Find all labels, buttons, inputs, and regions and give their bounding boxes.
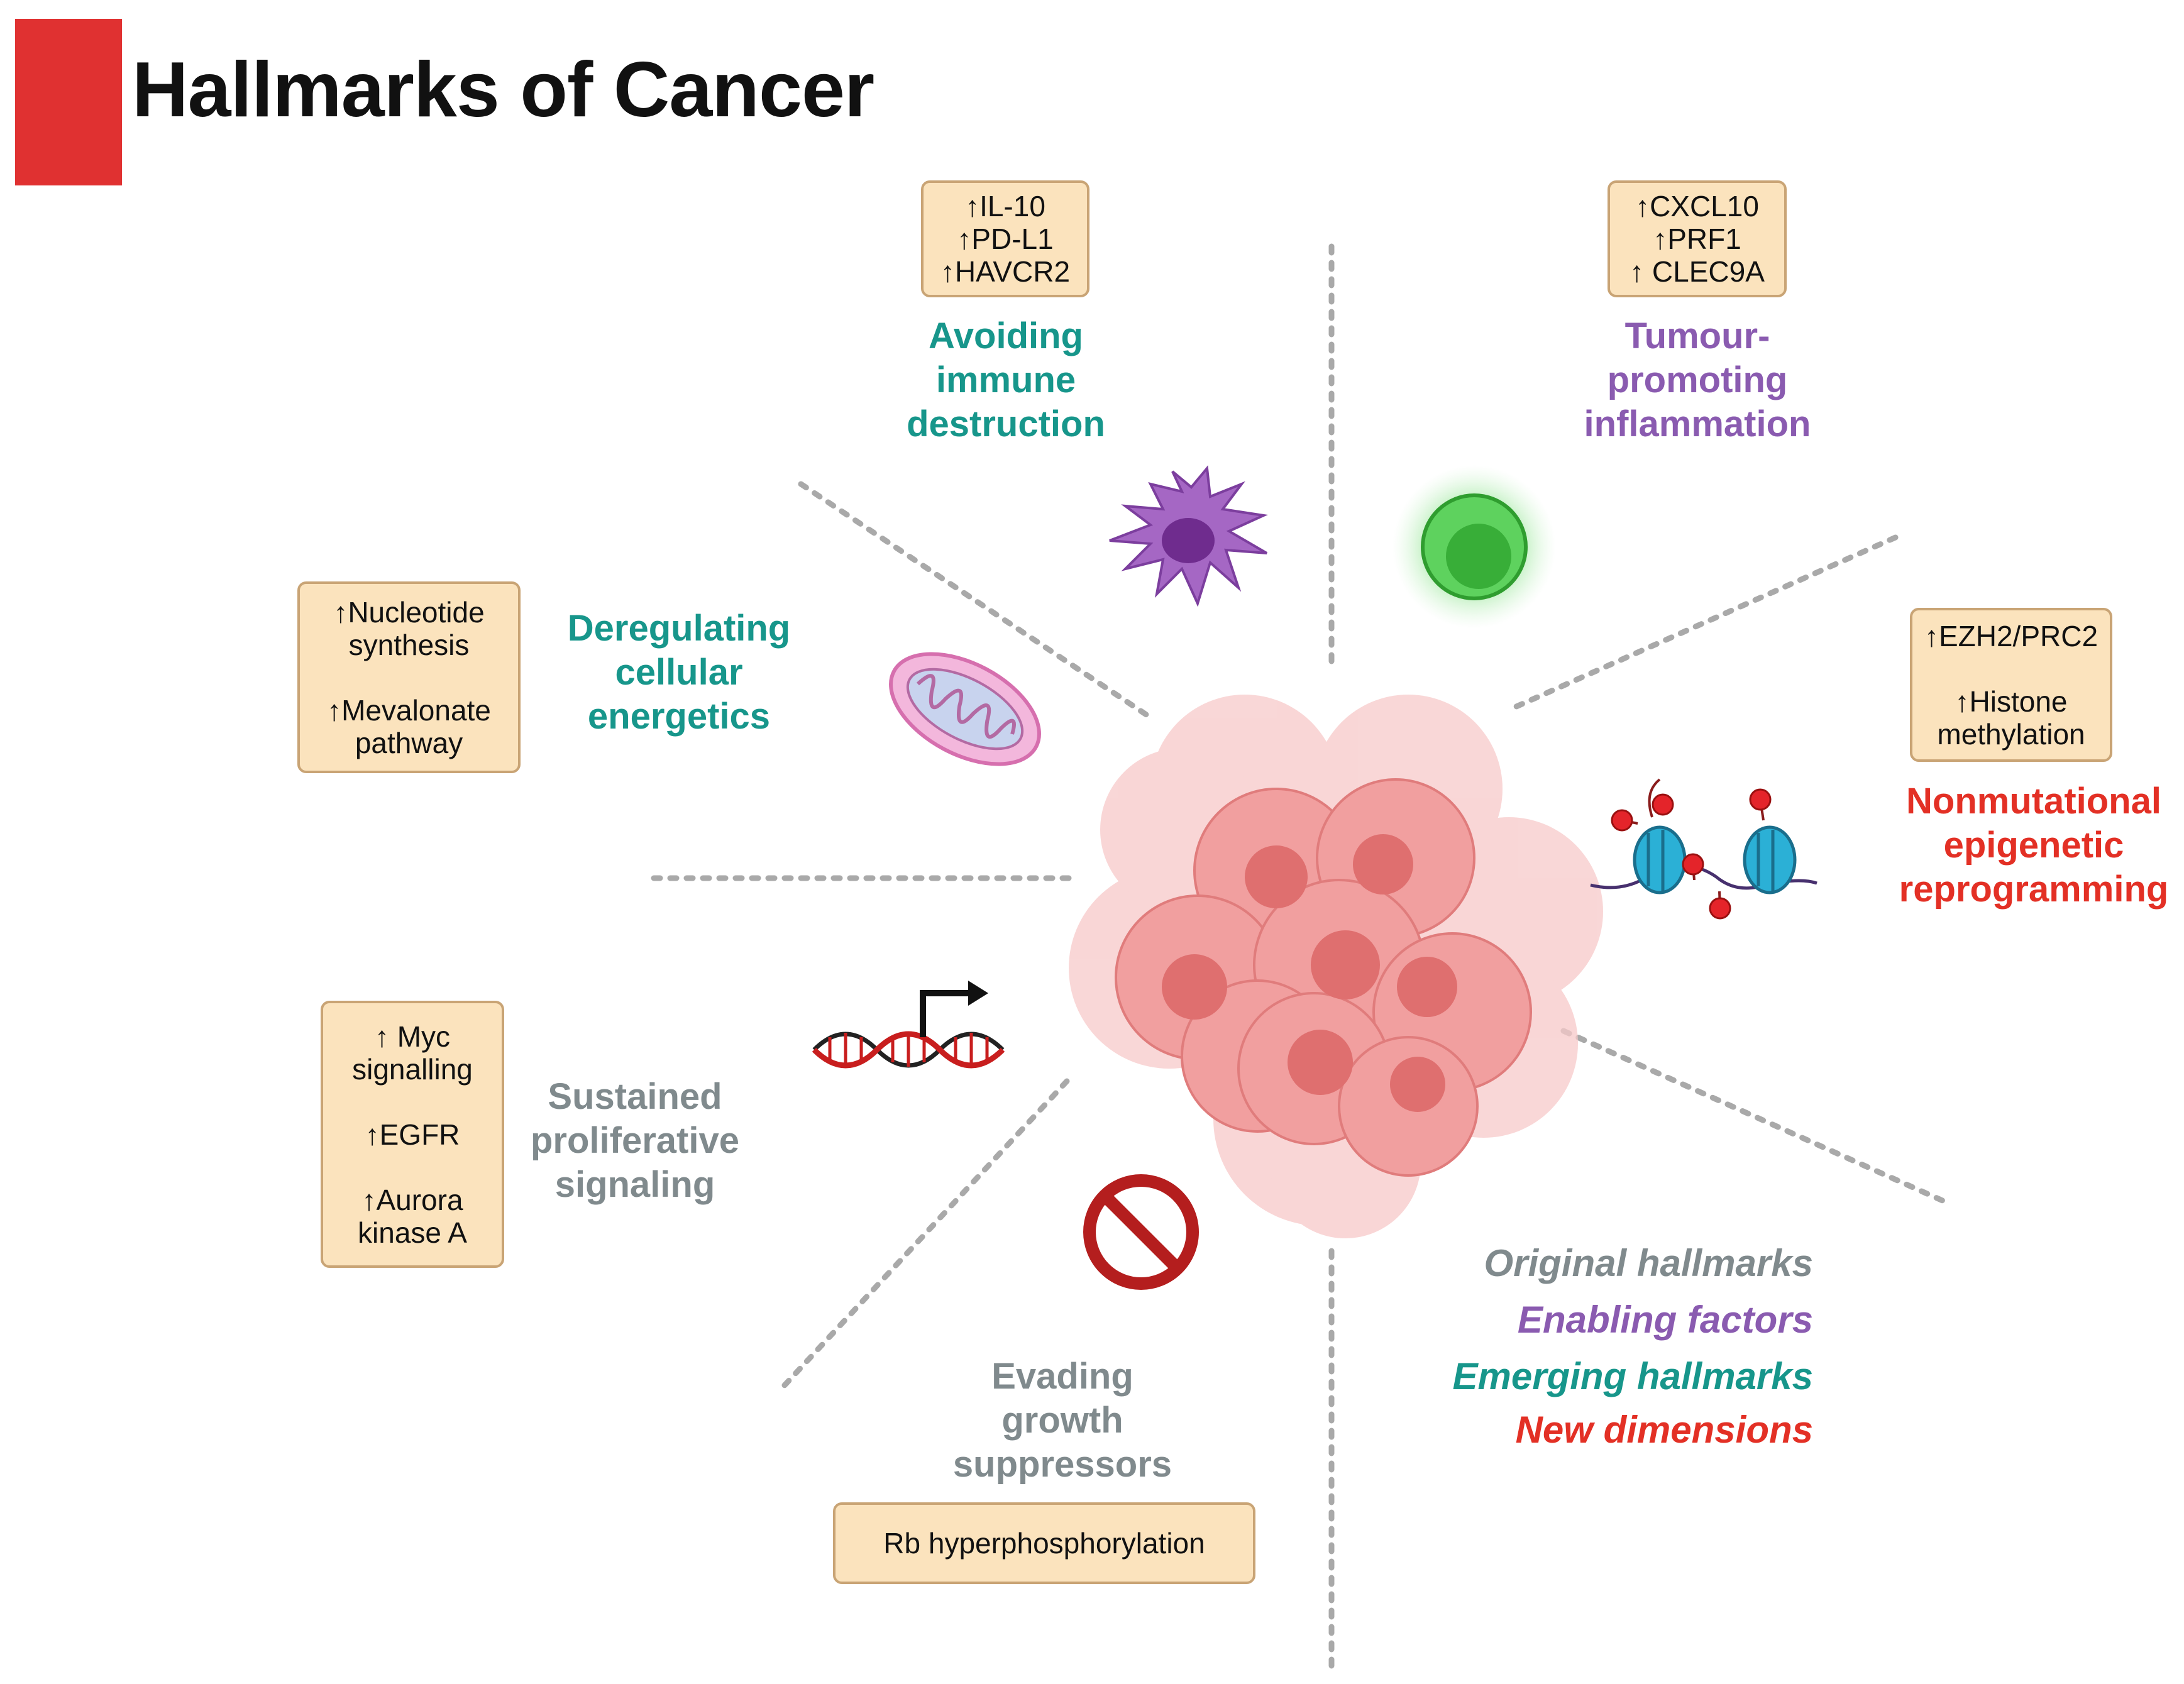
hallmark-line: reprogramming xyxy=(1899,869,2169,910)
box-line: ↑EGFR xyxy=(365,1118,460,1151)
box-line: methylation xyxy=(1937,717,2085,751)
lymphocyte-icon xyxy=(1393,465,1556,629)
inflammation-genes-box: ↑CXCL10↑PRF1↑ CLEC9A xyxy=(1608,180,1787,297)
dendritic-cell-icon xyxy=(1109,465,1268,607)
hallmark-line: epigenetic xyxy=(1943,825,2124,866)
legend-new-dimensions: New dimensions xyxy=(1515,1409,1813,1451)
divider-line xyxy=(1560,1028,1946,1204)
nucleosome-icon xyxy=(1590,778,1817,920)
box-line: synthesis xyxy=(348,628,470,661)
hallmark-line: Tumour- xyxy=(1624,316,1770,356)
hallmark-line: energetics xyxy=(587,696,771,737)
immune-genes-box: ↑IL-10↑PD-L1↑HAVCR2 xyxy=(921,180,1089,297)
prohibition-icon xyxy=(1083,1174,1199,1290)
box-line: ↑ CLEC9A xyxy=(1630,255,1765,288)
box-line: ↑PD-L1 xyxy=(957,223,1054,255)
box-line: signalling xyxy=(352,1052,473,1086)
box-line: ↑Nucleotide xyxy=(333,595,485,629)
legend-enabling-factors: Enabling factors xyxy=(1517,1299,1813,1341)
tumour-cells-icon xyxy=(1069,695,1603,1238)
dna-transcription-icon xyxy=(812,981,1005,1069)
title-accent-bar xyxy=(15,19,122,185)
box-line: ↑IL-10 xyxy=(965,190,1045,223)
hallmark-line: promoting xyxy=(1607,360,1788,400)
divider-line xyxy=(798,481,1152,720)
box-line: ↑CXCL10 xyxy=(1635,190,1759,223)
box-line: ↑ Myc xyxy=(374,1020,451,1053)
legend-original-hallmarks: Original hallmarks xyxy=(1484,1242,1813,1284)
box-line: ↑PRF1 xyxy=(1653,223,1741,255)
box-line: ↑Mevalonate xyxy=(327,693,491,727)
box-line: ↑Histone xyxy=(1955,685,2068,718)
hallmark-line: Sustained xyxy=(548,1076,722,1117)
hallmark-line: Evading xyxy=(991,1356,1133,1397)
hallmark-line: suppressors xyxy=(952,1444,1172,1485)
hallmark-line: Avoiding xyxy=(929,316,1083,356)
hallmark-line: Nonmutational xyxy=(1906,781,2161,822)
hallmark-line: growth xyxy=(1001,1400,1123,1441)
hallmark-line: immune xyxy=(935,360,1076,400)
mitochondrion-icon xyxy=(889,652,1041,766)
hallmark-line: Deregulating xyxy=(567,608,791,649)
hallmark-line: proliferative xyxy=(531,1120,739,1161)
page-title: Hallmarks of Cancer xyxy=(132,47,874,133)
legend-emerging-hallmarks: Emerging hallmarks xyxy=(1452,1355,1813,1397)
divider-line xyxy=(1508,534,1899,712)
box-line: pathway xyxy=(355,726,463,759)
box-line: kinase A xyxy=(358,1216,467,1249)
divider-line xyxy=(779,1078,1070,1391)
divider-lines xyxy=(651,243,1946,1669)
hallmark-line: inflammation xyxy=(1584,404,1811,444)
box-line: Rb hyperphosphorylation xyxy=(883,1527,1205,1560)
box-line: ↑Aurora xyxy=(361,1183,463,1216)
hallmark-line: cellular xyxy=(615,652,743,693)
suppressors-genes-box: Rb hyperphosphorylation xyxy=(833,1502,1255,1584)
hallmark-line: signaling xyxy=(554,1164,715,1205)
hallmark-line: destruction xyxy=(907,404,1105,444)
box-line: ↑HAVCR2 xyxy=(940,255,1071,288)
box-line: ↑EZH2/PRC2 xyxy=(1924,619,2099,652)
